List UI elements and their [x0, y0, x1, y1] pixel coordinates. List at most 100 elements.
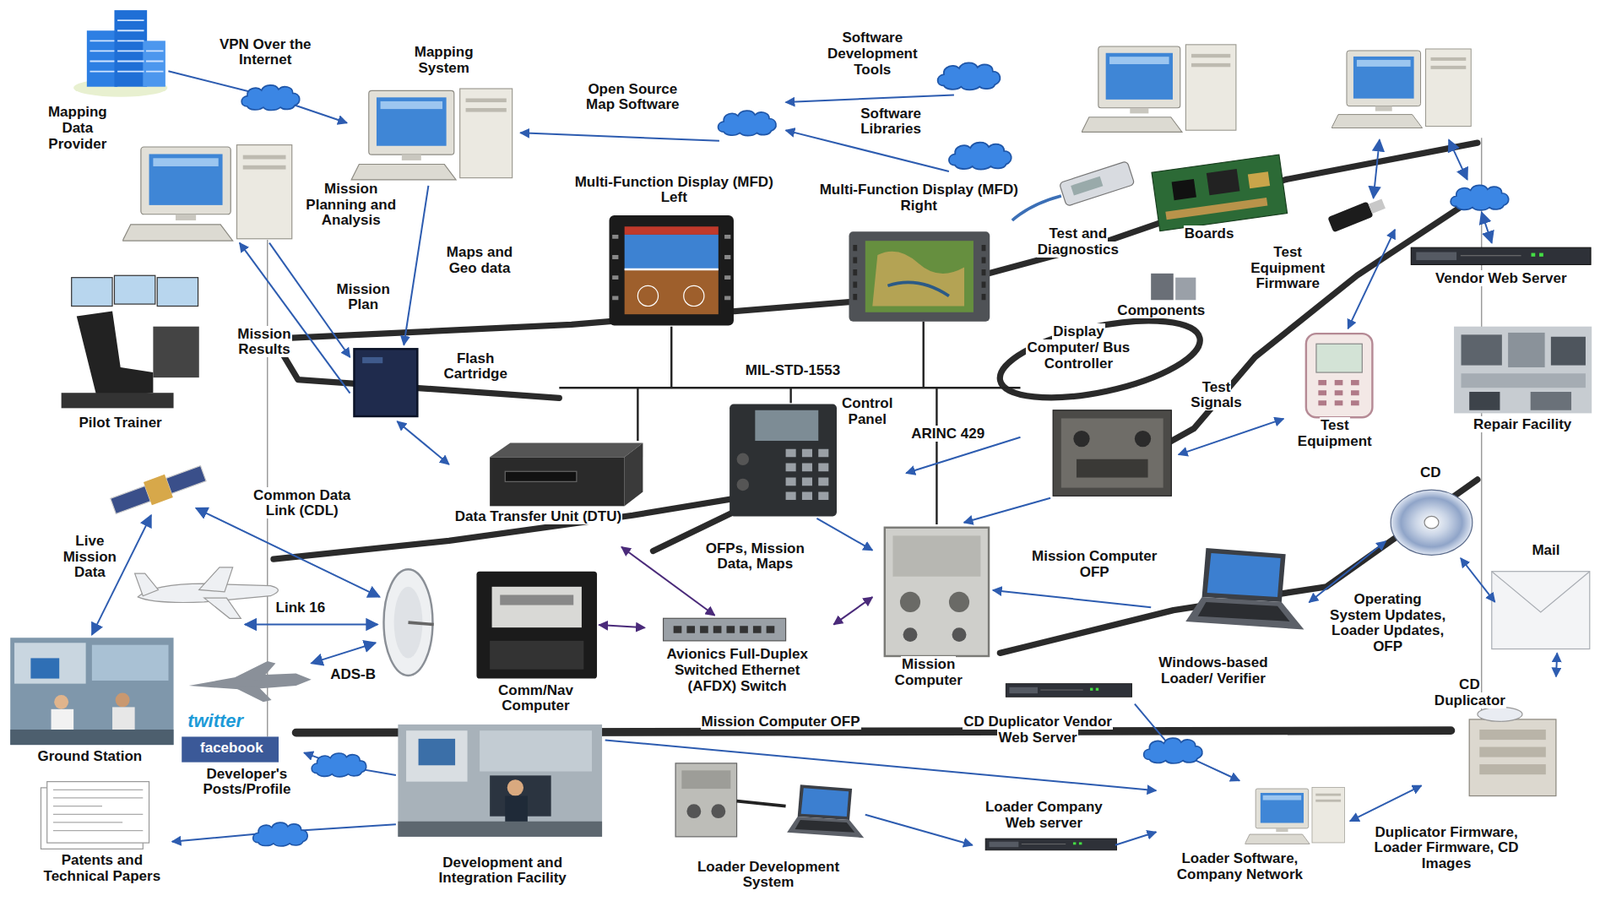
repair-photo — [1461, 334, 1503, 365]
cloud-icon — [949, 142, 1012, 170]
label-block: Mission Results — [230, 326, 299, 358]
switch-icon — [663, 618, 787, 641]
cd-icon — [1390, 489, 1473, 555]
label-block: Developer's Posts/Profile — [191, 766, 303, 798]
ground-station-photo — [51, 709, 75, 733]
connector-arrow — [1556, 653, 1557, 678]
connector-label: VPN Over the Internet — [218, 36, 313, 69]
link-arrow — [1481, 211, 1492, 243]
link-arrow — [244, 623, 378, 626]
component-box: Mapping System — [347, 43, 521, 186]
component-label: Display Computer/ Bus Controller — [1025, 323, 1131, 371]
duplicator-icon — [1469, 719, 1557, 797]
zone-line — [1480, 137, 1482, 731]
connector-arrow — [1115, 831, 1156, 846]
satellite-icon — [110, 485, 151, 514]
display-icon — [637, 285, 658, 306]
comm-nav-icon — [499, 594, 574, 605]
control-panel-icon — [737, 453, 750, 467]
component-label: CD Duplicator Vendor Web Server — [962, 713, 1113, 746]
pilot-trainer-icon — [61, 275, 200, 408]
component-label: Ground Station — [36, 748, 143, 765]
laptop-icon — [1185, 547, 1304, 630]
ground-station-photo — [10, 637, 174, 745]
component-box: Mission Planning and Analysis — [120, 141, 419, 244]
usb-stick — [1327, 200, 1373, 233]
label-block: Test Signals — [1181, 379, 1251, 412]
component-box: Multi-Function Display (MFD) Left — [569, 173, 781, 329]
paper-icon — [47, 781, 150, 844]
aircraft-icon — [204, 597, 242, 619]
computer-icon — [1244, 787, 1345, 845]
label-block: Control Panel — [831, 395, 904, 428]
test-equipment-icon — [1306, 333, 1373, 418]
component-box: Boards — [1150, 155, 1289, 248]
fighter-icon — [189, 661, 312, 702]
facility-photo — [479, 730, 592, 771]
mail-icon — [1491, 571, 1590, 650]
repair-photo — [1530, 391, 1572, 411]
component-box: Open Source Map Software — [571, 79, 787, 142]
component-box: Test Equipment — [1283, 328, 1388, 460]
annotation-label: Link 16 — [275, 599, 327, 616]
cloud-icon — [1144, 737, 1203, 764]
label-block: OFPs, Mission Data, Maps — [694, 541, 817, 573]
connector-arrow — [1348, 229, 1396, 329]
display-icon — [624, 226, 719, 235]
cloud-icon — [717, 110, 776, 136]
satellite-icon — [166, 466, 207, 494]
cd-icon — [1390, 489, 1473, 555]
component-label: Loader Company Web server — [984, 798, 1104, 831]
computer-unit — [1061, 417, 1164, 488]
component-label: CD Duplicator — [1433, 676, 1507, 709]
repair-photo — [1453, 326, 1592, 414]
component-label: Mission Planning and Analysis — [304, 180, 397, 228]
connector-arrow — [992, 590, 1151, 608]
circuit-board — [1165, 197, 1268, 220]
component-icon — [1150, 273, 1196, 300]
label-block: Test and Diagnostics — [1023, 226, 1133, 258]
cloud-icon — [938, 62, 1001, 90]
circuit-board — [1151, 154, 1288, 232]
switch-icon — [663, 618, 787, 641]
display-icon — [865, 240, 974, 313]
component-box: CD Duplicator Vendor Web Server — [960, 679, 1134, 754]
facility-photo — [507, 779, 524, 796]
label-block: Operating System Updates, Loader Updates… — [1326, 591, 1449, 656]
circuit-board — [1151, 154, 1288, 232]
component-box: Vendor Web Server — [1408, 239, 1596, 293]
mission-computer-icon — [884, 527, 989, 657]
dtu-icon — [489, 442, 643, 457]
label-block: Common Data Link (CDL) — [236, 488, 368, 520]
cloud-icon — [1450, 184, 1509, 211]
component-box: Pilot Trainer — [59, 273, 207, 437]
diagnostic-device — [1058, 161, 1134, 207]
duplicator-icon — [1469, 706, 1557, 796]
component-box: Windows-based Loader/ Verifier — [1150, 543, 1309, 716]
label-block: Mapping Data Provider — [32, 104, 123, 152]
connector-arrow — [865, 814, 973, 846]
component-label: Boards — [1183, 225, 1236, 242]
component-box: CD — [1385, 464, 1477, 559]
cloud-icon — [253, 822, 309, 847]
connector-label: Test Signals — [1189, 379, 1243, 412]
label-block: Duplicator Firmware, Loader Firmware, CD… — [1366, 824, 1525, 873]
annotation-label: facebook — [199, 739, 265, 756]
connector-arrow — [605, 739, 1157, 791]
facility-photo — [397, 821, 603, 837]
connector-arrow — [1460, 558, 1496, 603]
component-box: Patents and Technical Papers — [33, 777, 173, 892]
duplicator-icon — [1479, 729, 1546, 740]
fighter-icon — [234, 661, 276, 681]
cloud-icon — [311, 753, 367, 777]
connector-label: Mission Computer OFP — [700, 713, 862, 730]
component-label: Flash Cartridge — [442, 350, 509, 383]
control-panel-icon — [754, 410, 819, 441]
label-block: Mapping System — [392, 44, 495, 76]
switch-icon — [673, 625, 776, 633]
building-icon — [89, 20, 163, 71]
comm-nav-icon — [476, 571, 597, 679]
component-label: Multi-Function Display (MFD) Left — [574, 173, 775, 207]
link-arrow — [195, 508, 380, 597]
label-block: Development and Integration Facility — [412, 855, 592, 887]
